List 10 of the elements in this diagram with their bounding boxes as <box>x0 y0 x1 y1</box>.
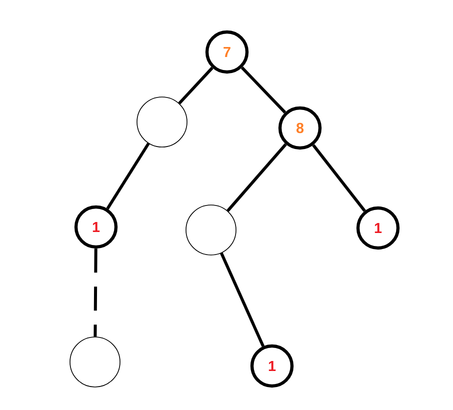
empty-node-circle <box>136 96 188 148</box>
tree-edge <box>312 144 366 212</box>
dashed-line <box>94 248 98 337</box>
empty-node-circle <box>186 204 236 256</box>
tree-edge <box>240 66 286 114</box>
tree-edge <box>226 143 287 212</box>
tree-edge <box>106 142 150 210</box>
tree-edge <box>220 252 265 347</box>
tree-edge <box>178 66 214 104</box>
empty-node-circle <box>70 336 120 388</box>
